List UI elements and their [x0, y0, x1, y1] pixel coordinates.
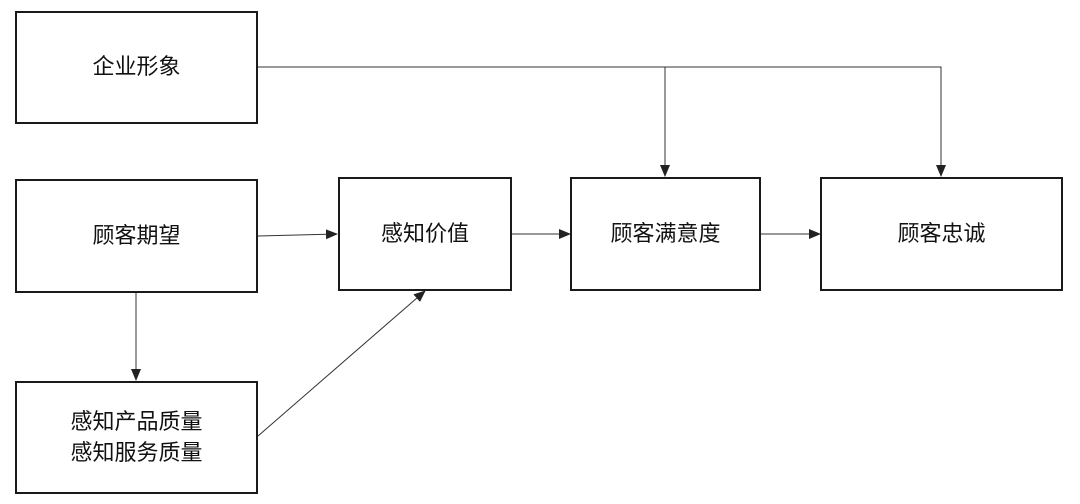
- node-corporate-image: 企业形象: [15, 11, 258, 124]
- node-label-line-2: 感知服务质量: [70, 440, 203, 466]
- node-customer-expectation: 顾客期望: [15, 179, 258, 293]
- node-perceived-quality: 感知产品质量 感知服务质量: [15, 381, 258, 494]
- node-perceived-value: 感知价值: [338, 177, 512, 291]
- node-label: 感知价值: [380, 221, 469, 247]
- edge-image-to-satisfaction: [257, 66, 670, 177]
- edge-quality-to-value: [257, 290, 426, 437]
- edge-image-to-loyalty: [665, 66, 946, 177]
- node-label: 顾客期望: [92, 223, 181, 249]
- node-label: 企业形象: [92, 55, 181, 80]
- node-customer-satisfaction: 顾客满意度: [570, 177, 761, 291]
- node-customer-loyalty: 顾客忠诚: [820, 177, 1063, 291]
- node-label: 顾客忠诚: [897, 221, 986, 247]
- node-label: 顾客满意度: [610, 221, 721, 247]
- edge-expectation-to-value: [257, 229, 338, 240]
- node-label-line-1: 感知产品质量: [70, 409, 203, 435]
